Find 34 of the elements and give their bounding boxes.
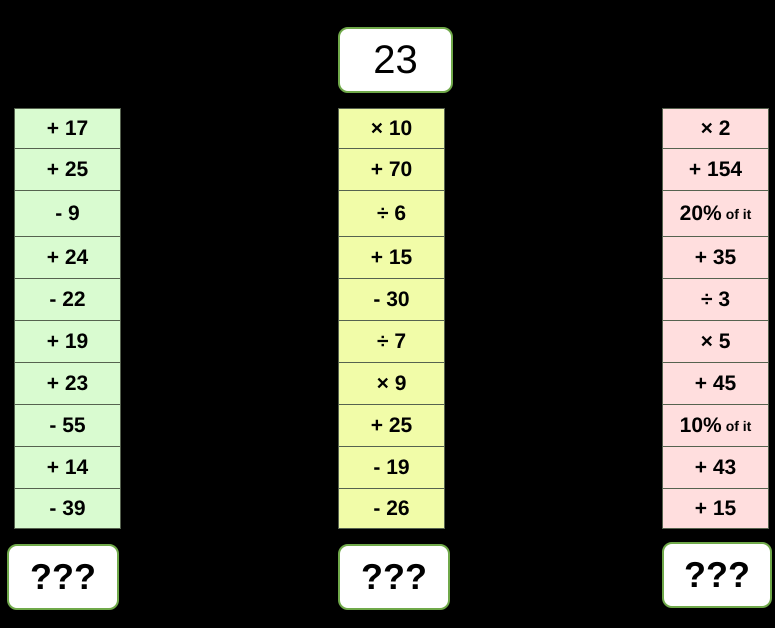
operation-step: × 5: [662, 320, 769, 363]
operation-step: 10% of it: [662, 404, 769, 447]
operation-step: + 15: [338, 236, 445, 279]
operation-step: - 55: [14, 404, 121, 447]
operation-step: + 15: [662, 488, 769, 529]
operation-step: + 14: [14, 446, 121, 489]
operation-step: + 154: [662, 148, 769, 191]
operation-step: ÷ 6: [338, 190, 445, 237]
answer-box: ???: [338, 544, 450, 610]
operation-step: × 10: [338, 108, 445, 149]
answer-box: ???: [662, 542, 772, 608]
operation-step: - 22: [14, 278, 121, 321]
operation-step: + 35: [662, 236, 769, 279]
operation-step: + 24: [14, 236, 121, 279]
operation-step: - 19: [338, 446, 445, 489]
operation-step: ÷ 7: [338, 320, 445, 363]
operation-step: + 43: [662, 446, 769, 489]
operation-step: × 2: [662, 108, 769, 149]
operation-step: 20% of it: [662, 190, 769, 237]
operation-step: + 19: [14, 320, 121, 363]
operation-step: - 30: [338, 278, 445, 321]
operation-step: + 45: [662, 362, 769, 405]
operation-step: - 9: [14, 190, 121, 237]
answer-box: ???: [7, 544, 119, 610]
operation-step: + 70: [338, 148, 445, 191]
operation-step: × 9: [338, 362, 445, 405]
operation-step: - 39: [14, 488, 121, 529]
operation-step: ÷ 3: [662, 278, 769, 321]
operation-step: + 25: [338, 404, 445, 447]
operation-step: + 25: [14, 148, 121, 191]
operation-step: - 26: [338, 488, 445, 529]
start-number: 23: [338, 27, 453, 93]
operation-step: + 17: [14, 108, 121, 149]
operation-step: + 23: [14, 362, 121, 405]
